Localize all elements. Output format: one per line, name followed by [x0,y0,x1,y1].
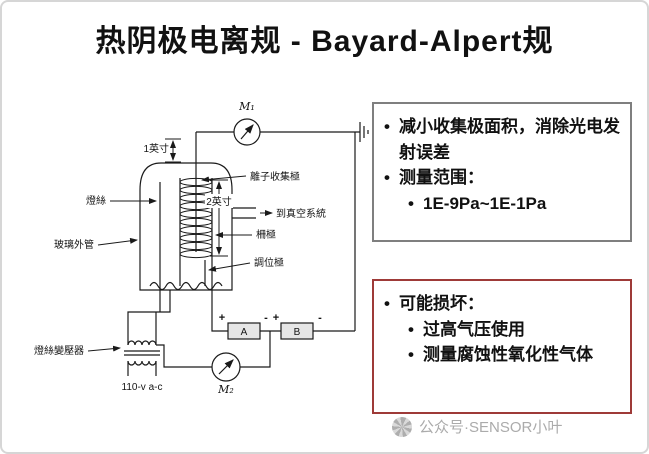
voltage-label: 110-v a-c [122,382,163,393]
meter-m1 [233,118,261,146]
warning-title: 可能损坏： [382,291,624,317]
ground-icon [359,122,369,142]
press-seal [149,281,223,291]
glass-envelope [139,162,233,291]
transformer-secondary [127,340,157,346]
warning-box: 可能损坏： 过高气压使用 测量腐蚀性氧化性气体 [372,279,632,414]
warning-item-text: 过高气压使用 [423,319,525,339]
info-subitem: 1E-9Pa~1E-1Pa [406,191,624,217]
grid-label: 柵極 [256,228,276,241]
transformer-primary [127,360,157,366]
transformer-label: 燈絲變壓器 [34,344,84,357]
transformer-core [124,350,160,356]
dim-two-inch-bg [205,194,233,208]
meter-m2-label: M₂ [217,383,234,396]
modulator-label: 調位極 [254,256,284,269]
watermark-text: 公众号·SENSOR小叶 [419,419,563,436]
watermark: 公众号·SENSOR小叶 [392,416,562,437]
info-box: 减小收集极面积，消除光电发射误差 测量范围： 1E-9Pa~1E-1Pa [372,102,632,242]
vacuum-side-arm [232,207,256,219]
info-subitem-text: 1E-9Pa~1E-1Pa [423,193,547,213]
polarity-plus: + [273,312,279,324]
dimension-marks [165,138,228,257]
ion-collector-label: 離子收集極 [250,170,300,183]
dim-one-inch-label: 1英寸 [143,142,169,155]
polarity-minus: - [264,312,268,324]
battery-a-label: A [241,327,248,338]
battery-b: B [280,322,314,340]
info-item: 减小收集极面积，消除光电发射误差 [382,114,624,165]
filament-label: 燈絲 [86,194,106,207]
warning-item-text: 测量腐蚀性氧化性气体 [423,345,593,364]
warning-title-text: 可能损坏： [399,294,484,313]
polarity-minus: - [318,312,322,324]
gauge-diagram: A B + - + - M₁ M₂ 1英寸 2英寸 離子收集極 到真空系統 柵極… [34,100,369,396]
label-leaders [87,175,273,352]
info-list: 减小收集极面积，消除光电发射误差 测量范围： 1E-9Pa~1E-1Pa [382,114,624,216]
warning-item: 过高气压使用 [406,317,624,343]
meter-m1-label: M₁ [238,100,255,113]
warning-item: 测量腐蚀性氧化性气体 [406,342,624,368]
polarity-plus: + [219,312,225,324]
glass-tube-label: 玻璃外管 [54,238,94,251]
slide-title: 热阴极电离规 - Bayard-Alpert规 [95,25,554,58]
battery-b-label: B [294,327,301,338]
info-item-text: 减小收集极面积，消除光电发射误差 [399,117,620,162]
dim-two-inch-label: 2英寸 [206,195,232,208]
info-item-text: 测量范围： [399,168,484,187]
to-vacuum-label: 到真空系統 [276,207,326,220]
info-item: 测量范围： [382,165,624,191]
meter-m2 [211,352,241,382]
publisher-logo-icon [392,416,412,437]
warning-list: 可能损坏： 过高气压使用 测量腐蚀性氧化性气体 [382,291,624,368]
battery-a: A [227,322,261,340]
